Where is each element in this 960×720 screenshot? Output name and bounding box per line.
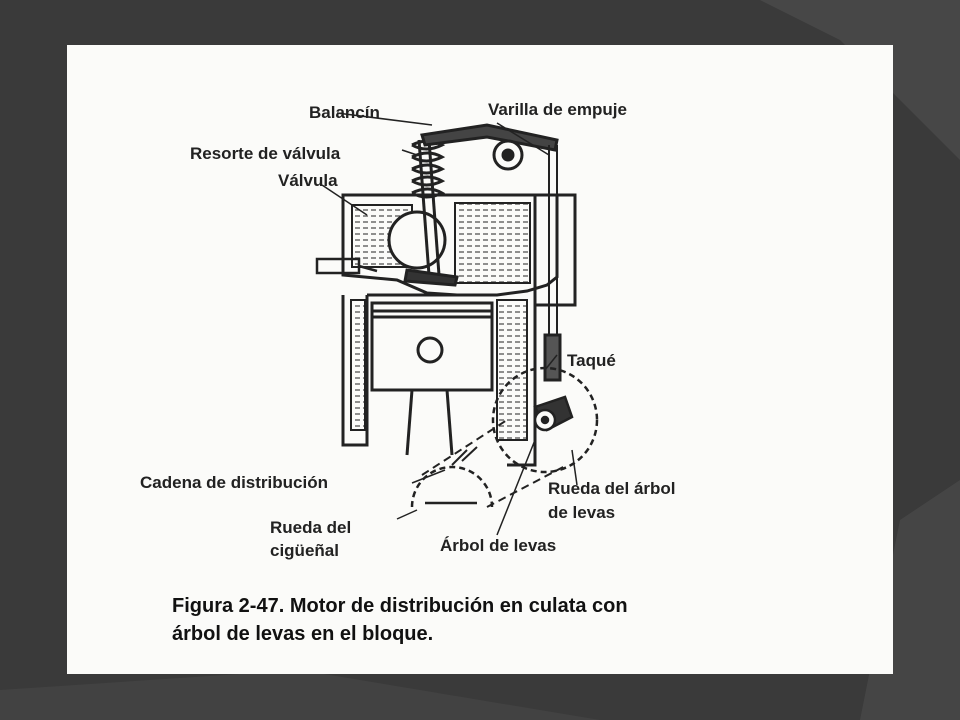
- rocker-arm: [420, 123, 559, 171]
- pushrod: [533, 145, 577, 382]
- label-arbol-levas: Árbol de levas: [440, 536, 557, 555]
- label-rueda-ciguenal-1: Rueda del: [270, 518, 352, 537]
- cylinder-block: [341, 293, 537, 467]
- label-rueda-arbol-levas-2: de levas: [548, 503, 616, 522]
- timing-chain: [421, 419, 568, 508]
- leader-lines: [321, 112, 578, 536]
- label-valvula: Válvula: [278, 171, 338, 190]
- camshaft-gear: [491, 366, 599, 474]
- label-resorte-valvula: Resorte de válvula: [190, 144, 341, 163]
- label-rueda-ciguenal-2: cigüeñal: [270, 541, 339, 560]
- label-taque: Taqué: [567, 351, 616, 370]
- scanned-page: [67, 45, 893, 674]
- crankshaft-gear: [410, 465, 494, 508]
- label-rueda-arbol-levas-1: Rueda del árbol: [548, 479, 676, 498]
- piston: [370, 301, 494, 456]
- label-varilla-empuje: Varilla de empuje: [488, 100, 627, 119]
- label-cadena-distribucion: Cadena de distribución: [140, 473, 328, 492]
- engine-diagram: [315, 112, 599, 536]
- valve-assembly: [403, 139, 459, 287]
- figure-caption-line-2: árbol de levas en el bloque.: [172, 623, 434, 645]
- spark-plug: [315, 257, 378, 275]
- label-balancin: Balancín: [309, 103, 380, 122]
- cylinder-head: [341, 193, 559, 297]
- figure-caption-line-1: Figura 2-47. Motor de distribución en cu…: [172, 595, 628, 617]
